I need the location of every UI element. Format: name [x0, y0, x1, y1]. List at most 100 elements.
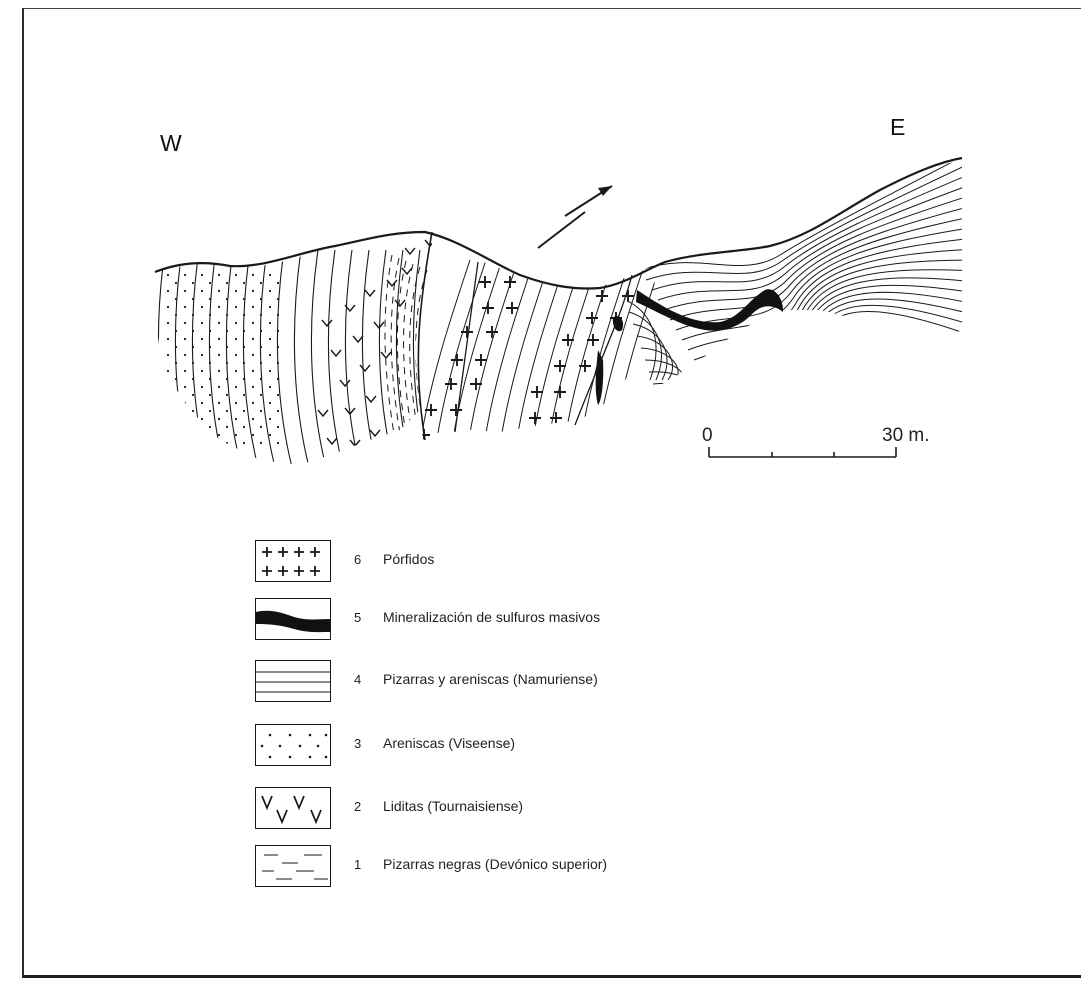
sandstone-dot	[218, 322, 220, 324]
scale-end-label: 30 m.	[882, 425, 930, 447]
chert-mark	[322, 320, 332, 326]
sandstone-dot	[218, 306, 220, 308]
sandstone-dot	[226, 394, 228, 396]
sandstone-dot	[226, 410, 228, 412]
folded-layer	[736, 305, 975, 430]
sandstone-dot	[226, 426, 228, 428]
sandstone-dot	[243, 426, 245, 428]
legend-item-sulfuros: 5 Mineralización de sulfuros masivos	[255, 598, 815, 640]
sandstone-dot	[243, 410, 245, 412]
legend-label: Pizarras y areniscas (Namuriense)	[383, 671, 598, 687]
sandstone-dot	[175, 442, 177, 444]
sandstone-dot	[277, 314, 279, 316]
bedding-line	[192, 250, 209, 475]
porphyry-cross	[529, 412, 541, 424]
sandstone-dot	[226, 314, 228, 316]
sandstone-dot	[167, 290, 169, 292]
legend-item-porfidos: 6 Pórfidos	[255, 540, 815, 582]
sandstone-dot	[277, 378, 279, 380]
sandstone-dot	[260, 378, 262, 380]
legend-item-devonico: 1 Pizarras negras (Devónico superior)	[255, 845, 815, 887]
sandstone-dot	[277, 362, 279, 364]
bedding-line	[277, 250, 294, 475]
chert-mark	[360, 365, 370, 371]
sandstone-dot	[201, 306, 203, 308]
folded-layer	[712, 278, 975, 390]
sandstone-dot	[209, 330, 211, 332]
sandstone-dot	[184, 402, 186, 404]
sandstone-dot	[260, 282, 262, 284]
legend-number: 2	[354, 799, 361, 814]
legend-label: Liditas (Tournaisiense)	[383, 798, 523, 814]
sandstone-dot	[260, 426, 262, 428]
sandstone-dot	[269, 274, 271, 276]
legend-swatch-v-marks	[255, 787, 331, 829]
sandstone-dot	[167, 418, 169, 420]
folded-layer	[706, 270, 975, 380]
sandstone-dot	[235, 434, 237, 436]
sandstone-dot	[235, 338, 237, 340]
sandstone-dot	[252, 338, 254, 340]
legend-swatch-dots	[255, 724, 331, 766]
sandstone-dot	[175, 410, 177, 412]
porphyry-cross	[579, 360, 591, 372]
sandstone-dot	[175, 378, 177, 380]
sandstone-dot	[226, 330, 228, 332]
sandstone-dot	[226, 442, 228, 444]
porphyry-cross	[562, 334, 574, 346]
sandstone-dot	[277, 426, 279, 428]
sandstone-dot	[277, 394, 279, 396]
sandstone-dot	[175, 298, 177, 300]
sandstone-dot	[209, 378, 211, 380]
legend-number: 6	[354, 552, 361, 567]
sandstone-dot	[269, 290, 271, 292]
sandstone-dot	[167, 322, 169, 324]
sandstone-dot	[260, 410, 262, 412]
sandstone-dot	[192, 314, 194, 316]
sandstone-dot	[201, 274, 203, 276]
sandstone-dot	[167, 370, 169, 372]
sandstone-dot	[209, 282, 211, 284]
bedding-line	[243, 250, 260, 475]
chert-mark	[318, 410, 328, 416]
sandstone-dot	[260, 346, 262, 348]
sandstone-dot	[175, 346, 177, 348]
sandstone-dot	[218, 274, 220, 276]
bedding-line	[158, 250, 175, 475]
chert-mark	[381, 352, 391, 358]
sandstone-dot	[252, 386, 254, 388]
sandstone-dot	[192, 346, 194, 348]
sandstone-dot	[175, 314, 177, 316]
sandstone-dot	[260, 442, 262, 444]
black-slate-line	[404, 264, 413, 440]
chert-mark	[365, 290, 375, 296]
sandstone-dot	[184, 338, 186, 340]
sandstone-dot	[269, 434, 271, 436]
sandstone-dot	[269, 386, 271, 388]
sandstone-dot	[235, 386, 237, 388]
sandstone-dot	[201, 338, 203, 340]
legend-swatch-crosses	[255, 540, 331, 582]
legend-number: 3	[354, 736, 361, 751]
legend-item-namuriense: 4 Pizarras y areniscas (Namuriense)	[255, 660, 815, 702]
sandstone-dot	[243, 282, 245, 284]
sandstone-dot	[252, 306, 254, 308]
sandstone-dot	[269, 354, 271, 356]
sandstone-dot	[167, 386, 169, 388]
sandstone-dot	[201, 402, 203, 404]
sandstone-dot	[243, 314, 245, 316]
porphyry-cross	[470, 378, 482, 390]
porphyry-cross	[479, 276, 491, 288]
bedding-line	[294, 250, 311, 475]
folded-layer	[688, 238, 975, 350]
sandstone-dot	[243, 298, 245, 300]
sandstone-dot	[252, 418, 254, 420]
fold-hinge-line	[653, 380, 695, 387]
sandstone-dot	[243, 442, 245, 444]
porphyry-cross	[461, 326, 473, 338]
sandstone-dot	[269, 322, 271, 324]
sandstone-dot	[175, 426, 177, 428]
bedding-line	[328, 250, 345, 475]
sandstone-dot	[243, 394, 245, 396]
sandstone-dot	[184, 434, 186, 436]
